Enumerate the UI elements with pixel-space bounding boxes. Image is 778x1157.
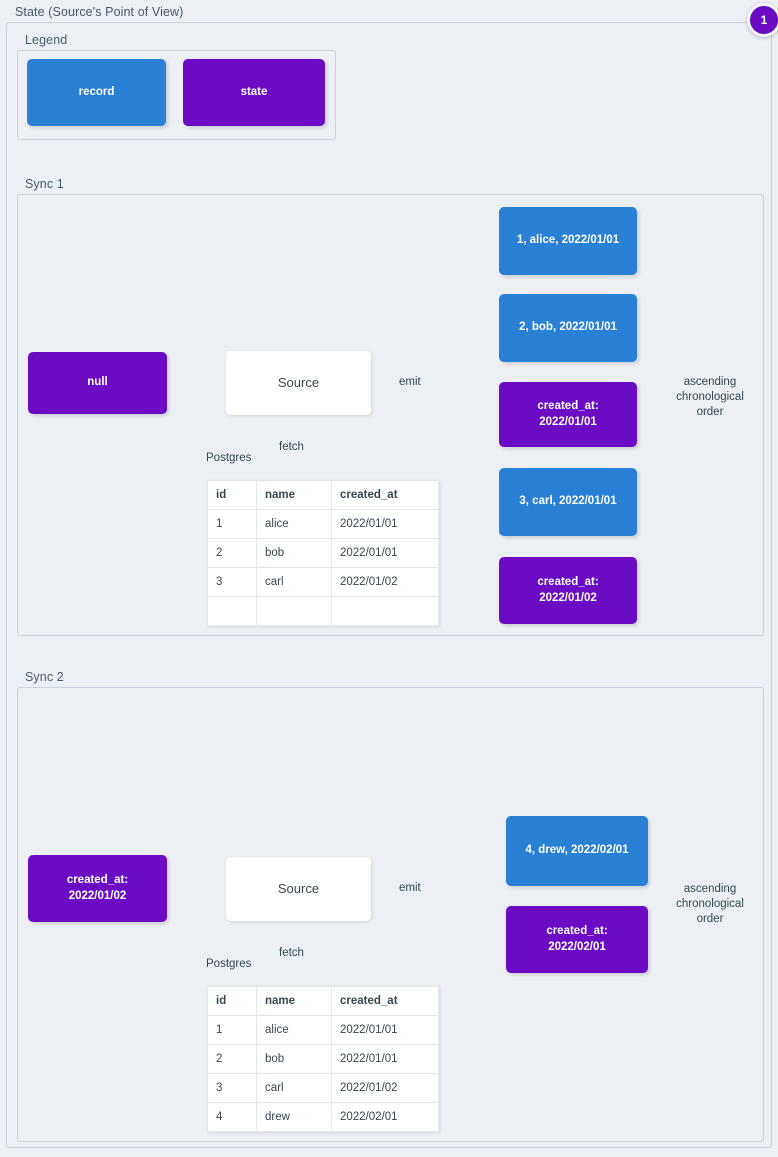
cell-id: 3 [207,567,257,597]
cell-name: drew [256,1102,332,1132]
cell-id: 3 [207,1073,257,1103]
sync1-order-label: ascending chronological order [662,374,758,421]
table-row: 2 bob 2022/01/01 [207,538,439,568]
cell-id: 2 [207,1044,257,1074]
cell-created-at: 2022/01/02 [331,1073,439,1103]
column-header-created-at: created_at [331,986,439,1016]
sync2-emitted-record-1: 4, drew, 2022/02/01 [506,816,648,886]
legend-swatch-state: state [183,59,325,126]
legend-swatch-record: record [27,59,166,126]
sync1-input-state: null [28,352,167,414]
sync1-emitted-state-2-label: created_at: 2022/01/02 [537,575,599,604]
diagram-title: State (Source's Point of View) [12,5,187,19]
table-row: 3 carl 2022/01/02 [207,567,439,597]
table-header-row: id name created_at [207,986,439,1016]
cell-id: 1 [207,1015,257,1045]
table-row: 3 carl 2022/01/02 [207,1073,439,1103]
sync2-label: Sync 2 [22,670,67,684]
cell-id: 2 [207,538,257,568]
sync2-source-node: Source [226,857,371,921]
legend-swatch-state-label: state [240,85,268,98]
cell-id: 4 [207,1102,257,1132]
step-badge-label: 1 [760,13,768,27]
sync1-input-state-label: null [87,376,108,389]
column-header-name: name [256,480,332,510]
sync1-label: Sync 1 [22,177,67,191]
sync1-source-node: Source [226,351,371,415]
cell-created-at: 2022/01/01 [331,1015,439,1045]
column-header-created-at: created_at [331,480,439,510]
cell-name [256,596,332,626]
sync2-input-state-label: created_at: 2022/01/02 [66,873,129,902]
sync1-emitted-record-2: 2, bob, 2022/01/01 [499,294,637,362]
sync1-emitted-record-2-label: 2, bob, 2022/01/01 [519,321,617,334]
cell-id [207,596,257,626]
cell-name: alice [256,509,332,539]
sync1-emit-label: emit [397,375,423,391]
table-row: 4 drew 2022/02/01 [207,1102,439,1132]
sync1-emitted-state-1: created_at: 2022/01/01 [499,382,637,447]
cell-created-at: 2022/01/01 [331,538,439,568]
sync2-emitted-record-1-label: 4, drew, 2022/02/01 [525,844,629,857]
sync2-emit-label: emit [397,881,423,897]
cell-created-at: 2022/02/01 [331,1102,439,1132]
sync2-db-table: id name created_at 1 alice 2022/01/01 2 … [207,986,439,1132]
sync1-db-label: Postgres [206,452,252,464]
cell-name: bob [256,1044,332,1074]
sync1-emitted-state-2: created_at: 2022/01/02 [499,557,637,624]
sync2-source-label: Source [277,881,320,897]
sync1-emitted-record-3: 3, carl, 2022/01/01 [499,468,637,536]
cell-name: alice [256,1015,332,1045]
step-badge[interactable]: 1 [747,3,778,37]
sync1-source-label: Source [277,375,320,391]
table-row: 1 alice 2022/01/01 [207,509,439,539]
cell-name: carl [256,1073,332,1103]
column-header-id: id [207,986,257,1016]
table-header-row: id name created_at [207,480,439,510]
cell-created-at: 2022/01/01 [331,509,439,539]
sync1-db-table: id name created_at 1 alice 2022/01/01 2 … [207,480,439,626]
cell-id: 1 [207,509,257,539]
cell-created-at: 2022/01/01 [331,1044,439,1074]
sync1-emitted-record-1-label: 1, alice, 2022/01/01 [516,234,620,247]
column-header-name: name [256,986,332,1016]
legend-label: Legend [22,33,71,47]
cell-name: carl [256,567,332,597]
sync1-fetch-label: fetch [277,440,306,456]
cell-created-at: 2022/01/02 [331,567,439,597]
sync1-emitted-state-1-label: created_at: 2022/01/01 [537,399,599,428]
cell-created-at [331,596,439,626]
sync2-fetch-label: fetch [277,946,306,962]
sync2-input-state: created_at: 2022/01/02 [28,855,167,922]
table-row-empty [207,596,439,626]
table-row: 1 alice 2022/01/01 [207,1015,439,1045]
sync2-db-label: Postgres [206,958,252,970]
sync1-emitted-record-1: 1, alice, 2022/01/01 [499,207,637,275]
sync1-emitted-record-3-label: 3, carl, 2022/01/01 [519,495,617,508]
sync2-order-label: ascending chronological order [662,881,758,928]
sync2-emitted-state-1-label: created_at: 2022/02/01 [546,924,608,953]
cell-name: bob [256,538,332,568]
column-header-id: id [207,480,257,510]
sync2-emitted-state-1: created_at: 2022/02/01 [506,906,648,973]
table-row: 2 bob 2022/01/01 [207,1044,439,1074]
legend-swatch-record-label: record [78,85,115,98]
